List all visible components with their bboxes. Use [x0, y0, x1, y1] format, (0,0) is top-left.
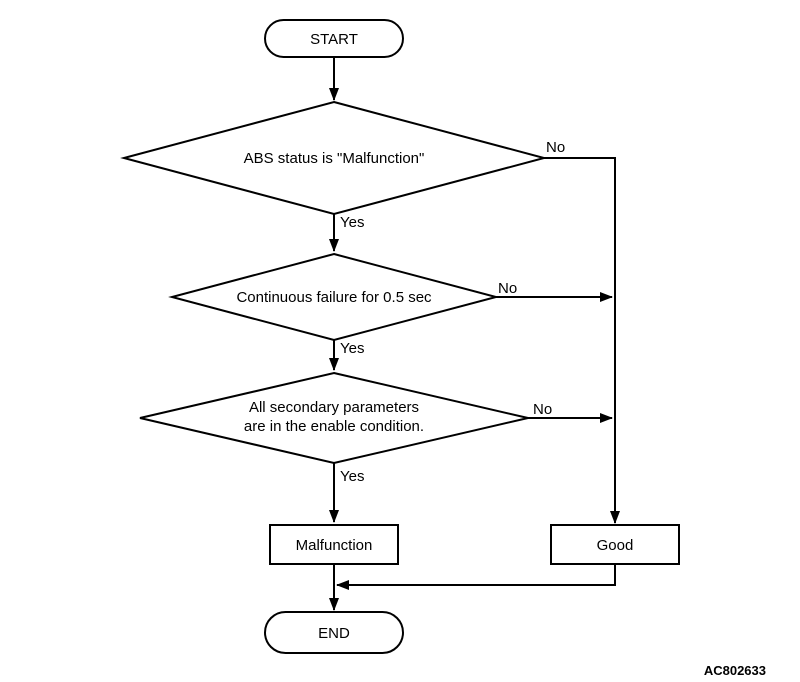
decision3-label-line1: All secondary parameters: [249, 399, 419, 416]
malfunction-label: Malfunction: [296, 537, 373, 554]
start-terminator-shape: [264, 19, 404, 58]
node-end: END: [264, 611, 404, 654]
end-terminator-shape: [264, 611, 404, 654]
decision3-no-label: No: [533, 401, 552, 418]
decision1-no-label: No: [546, 139, 565, 156]
node-decision3: All secondary parameters are in the enab…: [139, 371, 529, 465]
end-label: END: [318, 625, 350, 642]
decision3-label-line2: are in the enable condition.: [244, 418, 424, 435]
edge-decision1-no: [544, 157, 620, 524]
edge-good-to-end: [336, 564, 616, 590]
malfunction-box-shape: [269, 524, 399, 565]
decision3-yes-label: Yes: [340, 468, 364, 485]
figure-code: AC802633: [704, 663, 766, 678]
decision3-diamond-shape: [139, 371, 529, 465]
node-decision2: Continuous failure for 0.5 sec: [168, 252, 500, 342]
decision1-yes-label: Yes: [340, 214, 364, 231]
decision2-diamond-shape: [168, 252, 500, 342]
decision2-label: Continuous failure for 0.5 sec: [236, 289, 432, 306]
good-label: Good: [597, 537, 634, 554]
node-malfunction: Malfunction: [269, 524, 399, 565]
good-box-shape: [550, 524, 680, 565]
decision1-diamond-shape: [120, 100, 548, 216]
node-start: START: [264, 19, 404, 58]
node-good: Good: [550, 524, 680, 565]
decision1-label: ABS status is "Malfunction": [244, 150, 425, 167]
start-label: START: [310, 31, 358, 48]
decision2-yes-label: Yes: [340, 340, 364, 357]
node-decision1: ABS status is "Malfunction": [120, 100, 548, 216]
decision2-no-label: No: [498, 280, 517, 297]
